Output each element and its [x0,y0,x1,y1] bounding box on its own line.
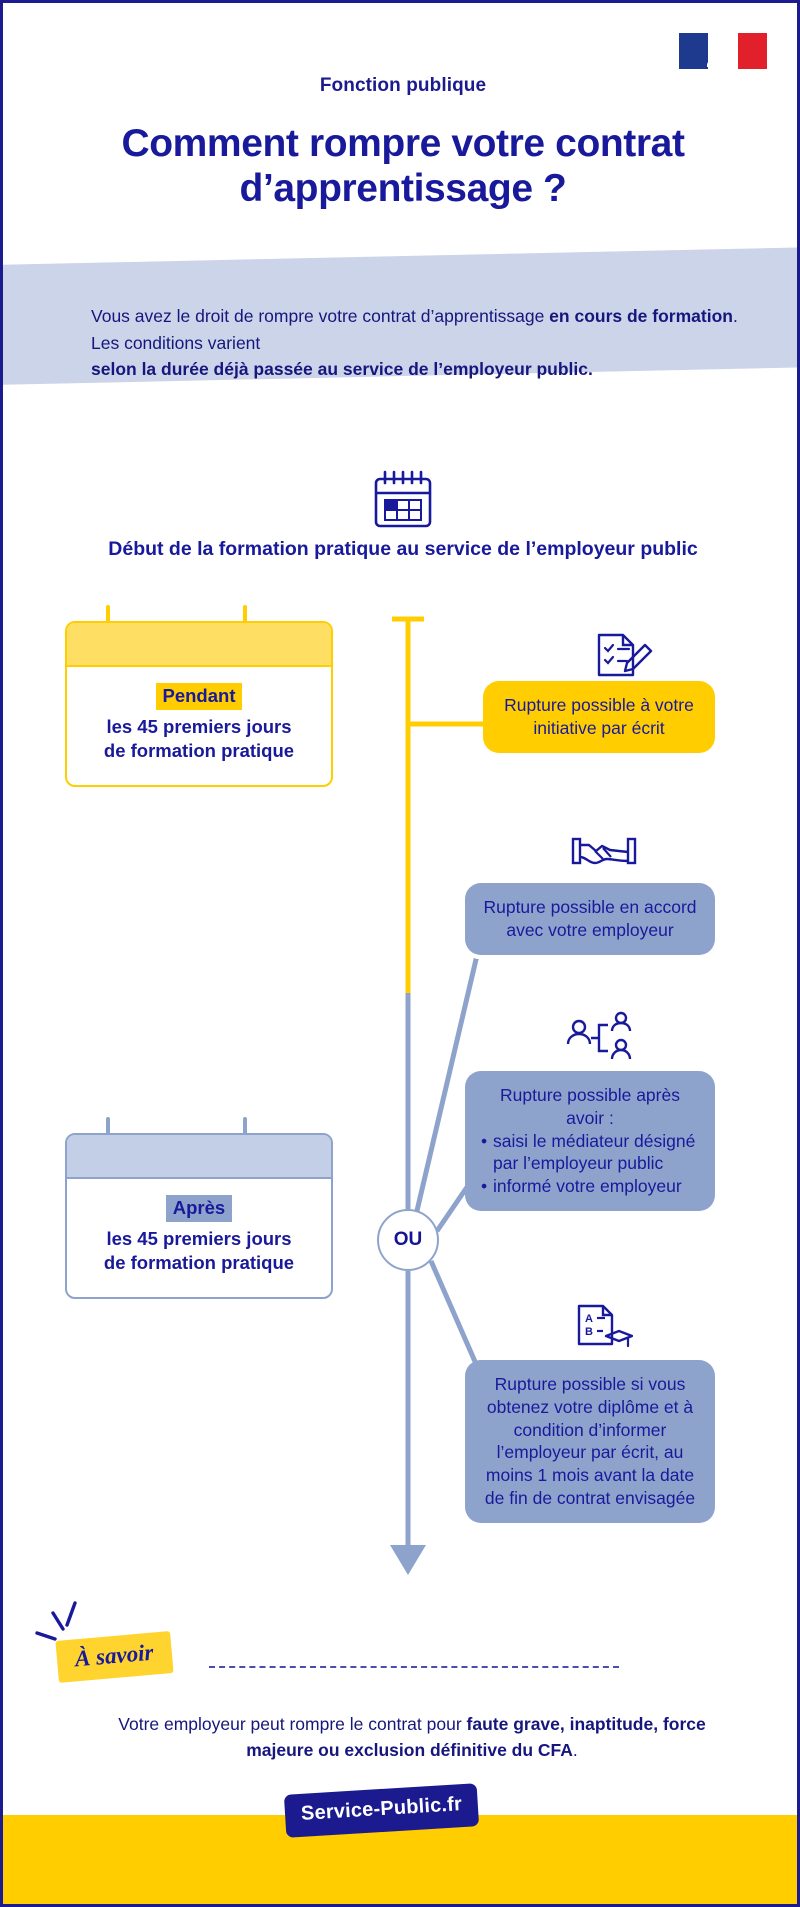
outcome-bubble-accord-employeur: Rupture possible en accord avec votre em… [465,883,715,955]
period-line2-apres: de formation pratique [103,1252,295,1274]
timeline-start-label: Début de la formation pratique au servic… [108,538,698,560]
calendar-icon [374,470,432,528]
republique-francaise-flag-icon [679,33,767,69]
note-normal-2: . [572,1740,578,1761]
timeline-arrowhead [390,1545,426,1575]
svg-text:B: B [585,1326,593,1338]
flag-blue-stripe [679,33,709,69]
period-chip-apres: Après [165,1195,233,1223]
list-item: saisi le médiateur désigné par l’employe… [481,1130,699,1176]
note-bold: faute grave, inaptitude, force majeure o… [246,1714,706,1761]
outcome-bubble-diplome: Rupture possible si vous obtenez votre d… [465,1360,715,1523]
period-line1-pendant: les 45 premiers jours [106,716,292,738]
marianne-profile-icon [696,37,728,67]
outcome-bubble-initiative-ecrit: Rupture possible à votre initiative par … [483,681,715,753]
intro-bold2: selon la durée déjà passée au service de… [91,359,593,380]
note-normal-1: Votre employeur peut rompre le contrat p… [118,1714,467,1734]
branch-node-ou: OU [377,1209,439,1271]
intro-line1: Vous avez le droit de rompre votre contr… [91,306,550,326]
connector-to-outcome-4 [428,1259,483,1375]
flag-white-stripe [696,33,738,69]
mediation-people-icon [566,1011,632,1060]
period-line2-pendant: de formation pratique [103,740,295,762]
flag-red-stripe [737,33,767,69]
a-savoir-text: Votre employeur peut rompre le contrat p… [107,1711,717,1764]
period-card-body: Après les 45 premiers jours de formation… [67,1179,331,1293]
period-line1-apres: les 45 premiers jours [106,1228,292,1250]
dashed-divider [209,1666,619,1668]
a-savoir-tag: À savoir [55,1631,174,1683]
eyebrow-label: Fonction publique [319,75,487,96]
period-chip-pendant: Pendant [155,683,243,711]
period-card-pendant: Pendant les 45 premiers jours de formati… [65,621,333,787]
list-item: informé votre employeur [481,1175,699,1198]
handshake-icon [571,837,637,865]
period-card-body: Pendant les 45 premiers jours de formati… [67,667,331,781]
calendar-card-header [67,1135,331,1179]
svg-text:A: A [585,1313,593,1325]
outcome-heading-mediateur: Rupture possible après avoir : [500,1085,680,1128]
intro-paragraph: Vous avez le droit de rompre votre contr… [91,303,751,383]
sparkle-icon [35,1601,77,1641]
period-card-apres: Après les 45 premiers jours de formation… [65,1133,333,1299]
intro-line2: . Les conditions varient [91,306,738,353]
calendar-card-header [67,623,331,667]
outcome-bubble-mediateur: Rupture possible après avoir : saisi le … [465,1071,715,1211]
page-title: Comment rompre votre contrat d’apprentis… [121,122,685,211]
outcome-bullet-list: saisi le médiateur désigné par l’employe… [481,1130,699,1198]
diploma-document-icon: A B [577,1304,633,1348]
checklist-pen-icon [597,633,653,677]
intro-bold1: en cours de formation [549,306,733,326]
